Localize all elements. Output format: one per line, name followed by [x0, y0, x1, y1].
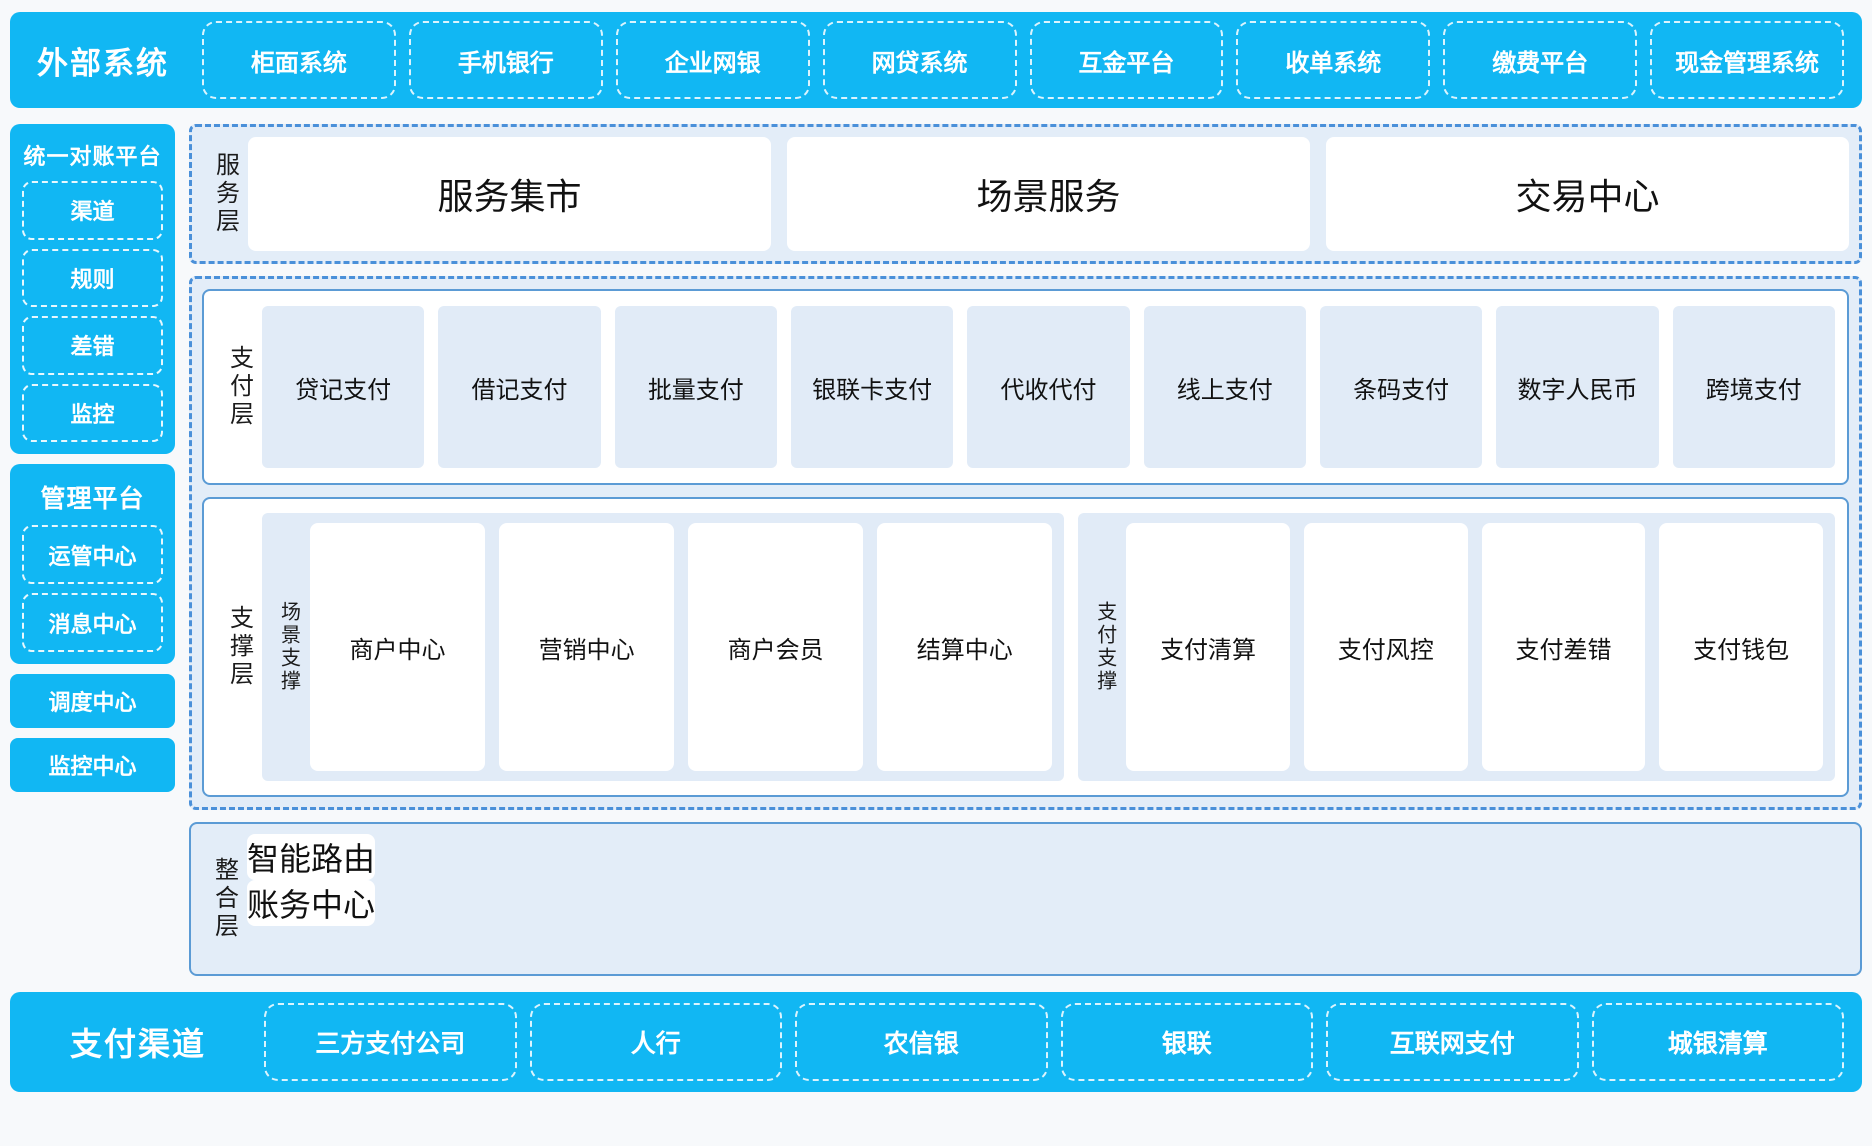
integration-layer-label: 整合层	[210, 857, 238, 941]
payment-support-card-error-handling[interactable]: 支付差错	[1481, 523, 1646, 771]
payment-tile-credit[interactable]: 贷记支付	[262, 306, 425, 468]
scene-support-cards: 商户中心 营销中心 商户会员 结算中心	[310, 523, 1053, 771]
external-systems-bar: 外部系统 柜面系统 手机银行 企业网银 网贷系统 互金平台 收单系统 缴费平台 …	[10, 12, 1862, 108]
reconciliation-item-monitor[interactable]: 监控	[22, 383, 163, 442]
payment-support-card-clearing[interactable]: 支付清算	[1126, 523, 1290, 771]
management-platform-panel: 管理平台 运管中心 消息中心	[10, 464, 175, 664]
management-platform-title: 管理平台	[40, 485, 145, 513]
monitoring-center-button[interactable]: 监控中心	[10, 738, 175, 792]
middle-region: 统一对账平台 渠道 规则 差错 监控 管理平台 运管中心 消息中心 调度中心 监…	[10, 124, 1862, 976]
layers-column: 服务层 服务集市 场景服务 交易中心 支付层 贷记支付 借记支付 批量支付 银联…	[189, 124, 1862, 976]
external-system-chip[interactable]: 柜面系统	[202, 21, 396, 99]
payment-tile-digital-rmb[interactable]: 数字人民币	[1496, 306, 1659, 468]
payment-tile-cross-border[interactable]: 跨境支付	[1672, 306, 1835, 468]
integration-card-smart-routing[interactable]: 智能路由	[247, 834, 376, 880]
payment-support-group: 支付支撑 支付清算 支付风控 支付差错 支付钱包	[1078, 513, 1835, 781]
integration-layer-cards: 智能路由 账务中心	[247, 834, 376, 964]
integration-layer: 整合层 智能路由 账务中心	[189, 822, 1862, 976]
integration-card-accounting-center[interactable]: 账务中心	[247, 880, 376, 926]
service-card-transaction-center[interactable]: 交易中心	[1326, 137, 1849, 251]
management-item-operations-center[interactable]: 运管中心	[22, 525, 163, 584]
payment-channels-chip-list: 三方支付公司 人行 农信银 银联 互联网支付 城银清算	[264, 1003, 1844, 1081]
payment-layer-label: 支付层	[225, 345, 253, 429]
external-system-chip[interactable]: 企业网银	[615, 21, 810, 99]
payment-layer: 支付层 贷记支付 借记支付 批量支付 银联卡支付 代收代付 线上支付 条码支付 …	[202, 289, 1849, 485]
reconciliation-platform-items: 渠道 规则 差错 监控	[22, 181, 163, 442]
payment-channel-chip[interactable]: 农信银	[795, 1003, 1048, 1081]
support-layer-groups: 场景支撑 商户中心 营销中心 商户会员 结算中心 支付支撑 支付清算	[262, 509, 1835, 785]
service-card-scenario[interactable]: 场景服务	[787, 137, 1310, 251]
scene-card-merchant-center[interactable]: 商户中心	[310, 523, 486, 771]
payment-channel-chip[interactable]: 三方支付公司	[264, 1003, 517, 1081]
scene-support-label: 场景支撑	[277, 601, 300, 693]
payment-tile-unionpay-card[interactable]: 银联卡支付	[790, 306, 954, 468]
payment-tile-barcode[interactable]: 条码支付	[1319, 306, 1483, 468]
payment-support-label: 支付支撑	[1093, 601, 1116, 693]
payment-tile-debit[interactable]: 借记支付	[438, 306, 601, 468]
support-layer-label: 支撑层	[225, 605, 253, 689]
payment-layer-tiles: 贷记支付 借记支付 批量支付 银联卡支付 代收代付 线上支付 条码支付 数字人民…	[262, 301, 1835, 473]
external-systems-chip-list: 柜面系统 手机银行 企业网银 网贷系统 互金平台 收单系统 缴费平台 现金管理系…	[202, 21, 1844, 99]
support-layer: 支撑层 场景支撑 商户中心 营销中心 商户会员 结算中心	[202, 497, 1849, 797]
reconciliation-platform-title: 统一对账平台	[23, 144, 162, 169]
scene-card-marketing-center[interactable]: 营销中心	[499, 523, 675, 771]
payment-channel-chip[interactable]: 互联网支付	[1326, 1003, 1579, 1081]
external-system-chip[interactable]: 缴费平台	[1443, 21, 1638, 99]
scene-card-settlement-center[interactable]: 结算中心	[877, 523, 1053, 771]
payment-tile-collection-payment[interactable]: 代收代付	[967, 306, 1130, 468]
scene-card-merchant-member[interactable]: 商户会员	[688, 523, 864, 771]
service-layer: 服务层 服务集市 场景服务 交易中心	[189, 124, 1862, 264]
core-platform-box: 支付层 贷记支付 借记支付 批量支付 银联卡支付 代收代付 线上支付 条码支付 …	[189, 276, 1862, 810]
reconciliation-platform-panel: 统一对账平台 渠道 规则 差错 监控	[10, 124, 175, 454]
reconciliation-item-rule[interactable]: 规则	[22, 248, 163, 307]
external-system-chip[interactable]: 互金平台	[1029, 21, 1224, 99]
external-system-chip[interactable]: 网贷系统	[822, 21, 1017, 99]
payment-tile-batch[interactable]: 批量支付	[614, 306, 777, 468]
payment-support-card-wallet[interactable]: 支付钱包	[1659, 523, 1824, 771]
management-item-message-center[interactable]: 消息中心	[22, 593, 163, 652]
external-systems-title: 外部系统	[37, 45, 169, 81]
payment-support-card-risk-control[interactable]: 支付风控	[1303, 523, 1468, 771]
left-sidebar: 统一对账平台 渠道 规则 差错 监控 管理平台 运管中心 消息中心 调度中心 监…	[10, 124, 175, 976]
external-system-chip[interactable]: 手机银行	[408, 21, 603, 99]
management-platform-items: 运管中心 消息中心	[22, 525, 163, 652]
payment-channels-title: 支付渠道	[69, 1026, 206, 1062]
payment-channel-chip[interactable]: 银联	[1060, 1003, 1313, 1081]
service-layer-cards: 服务集市 场景服务 交易中心	[248, 137, 1849, 251]
payment-support-cards: 支付清算 支付风控 支付差错 支付钱包	[1126, 523, 1824, 771]
scene-support-group: 场景支撑 商户中心 营销中心 商户会员 结算中心	[262, 513, 1065, 781]
reconciliation-item-channel[interactable]: 渠道	[22, 181, 163, 240]
payment-channel-chip[interactable]: 城银清算	[1591, 1003, 1844, 1081]
scheduling-center-button[interactable]: 调度中心	[10, 674, 175, 728]
external-system-chip[interactable]: 现金管理系统	[1650, 21, 1844, 99]
reconciliation-item-error[interactable]: 差错	[22, 316, 163, 375]
payment-channels-bar: 支付渠道 三方支付公司 人行 农信银 银联 互联网支付 城银清算	[10, 992, 1862, 1092]
service-card-marketplace[interactable]: 服务集市	[248, 137, 771, 251]
service-layer-label: 服务层	[211, 152, 239, 236]
payment-tile-online[interactable]: 线上支付	[1143, 306, 1306, 468]
external-system-chip[interactable]: 收单系统	[1236, 21, 1431, 99]
payment-channel-chip[interactable]: 人行	[529, 1003, 782, 1081]
